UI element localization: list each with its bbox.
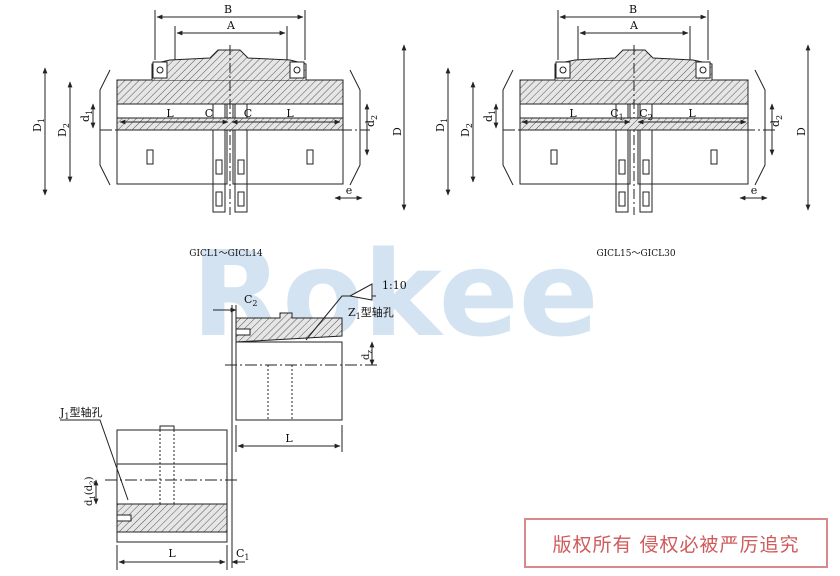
dim-L-right-2: L bbox=[688, 107, 696, 120]
dim-L-left-1: L bbox=[166, 107, 174, 120]
dim-D1-right: D1 bbox=[434, 118, 449, 132]
dim-A-right: A bbox=[629, 19, 639, 32]
taper-label: 1:10 bbox=[382, 279, 407, 292]
c2-label: C2 bbox=[244, 293, 258, 308]
z1-bore-label: Z1型轴孔 bbox=[348, 305, 394, 321]
l-upper-label: L bbox=[285, 432, 293, 445]
copyright-stamp-text: 版权所有 侵权必被严厉追究 bbox=[552, 533, 800, 556]
dim-D1-left: D1 bbox=[31, 118, 46, 132]
dim-C1-right: C1 bbox=[610, 107, 624, 122]
dim-D-left: D bbox=[391, 127, 404, 136]
l-lower-label: L bbox=[168, 547, 176, 560]
d1-d2-label: d1(d2) bbox=[84, 476, 97, 506]
dim-C2-right: C2 bbox=[639, 107, 653, 122]
dim-d2-left: d2 bbox=[364, 115, 379, 127]
hub-detail-j1-labels: J1型轴孔 d1(d2) L C1 bbox=[59, 405, 250, 562]
dim-L-left-2: L bbox=[286, 107, 294, 120]
j1-bore-label: J1型轴孔 bbox=[59, 405, 103, 421]
view-right bbox=[445, 10, 811, 215]
dim-D2-left: D2 bbox=[56, 123, 71, 137]
caption-right: GICL15～GICL30 bbox=[596, 249, 675, 259]
dim-d2-right: d2 bbox=[769, 115, 784, 127]
dim-A-left: A bbox=[226, 19, 236, 32]
view-left bbox=[42, 10, 407, 215]
dim-B-left: B bbox=[224, 3, 232, 16]
c1-label: C1 bbox=[236, 547, 250, 562]
dim-e-right: e bbox=[751, 184, 758, 197]
dim-C-left-1: C bbox=[205, 107, 213, 120]
dz-label: dz bbox=[361, 350, 374, 360]
dim-B-right: B bbox=[629, 3, 637, 16]
view-right-labels: B A L C1 C2 L D1 D2 d1 d2 D e GICL15～GIC… bbox=[434, 3, 808, 259]
view-left-labels: B A L C C L D1 D2 d1 d2 D e GICL1～GICL14 bbox=[31, 3, 404, 259]
hub-detail-z1-labels: 1:10 Z1型轴孔 C2 dz L bbox=[244, 279, 407, 445]
dim-d1-left: d1 bbox=[79, 110, 94, 122]
dim-d1-right: d1 bbox=[482, 110, 497, 122]
dim-e-left: e bbox=[346, 184, 353, 197]
caption-left: GICL1～GICL14 bbox=[189, 249, 263, 259]
hub-detail-z1 bbox=[213, 283, 380, 568]
dim-L-right-1: L bbox=[569, 107, 577, 120]
dim-C-left-2: C bbox=[244, 107, 252, 120]
hub-detail-j1 bbox=[60, 419, 245, 570]
dim-D-right: D bbox=[795, 127, 808, 136]
copyright-stamp: 版权所有 侵权必被严厉追究 bbox=[524, 518, 828, 568]
dim-D2-right: D2 bbox=[459, 123, 474, 137]
